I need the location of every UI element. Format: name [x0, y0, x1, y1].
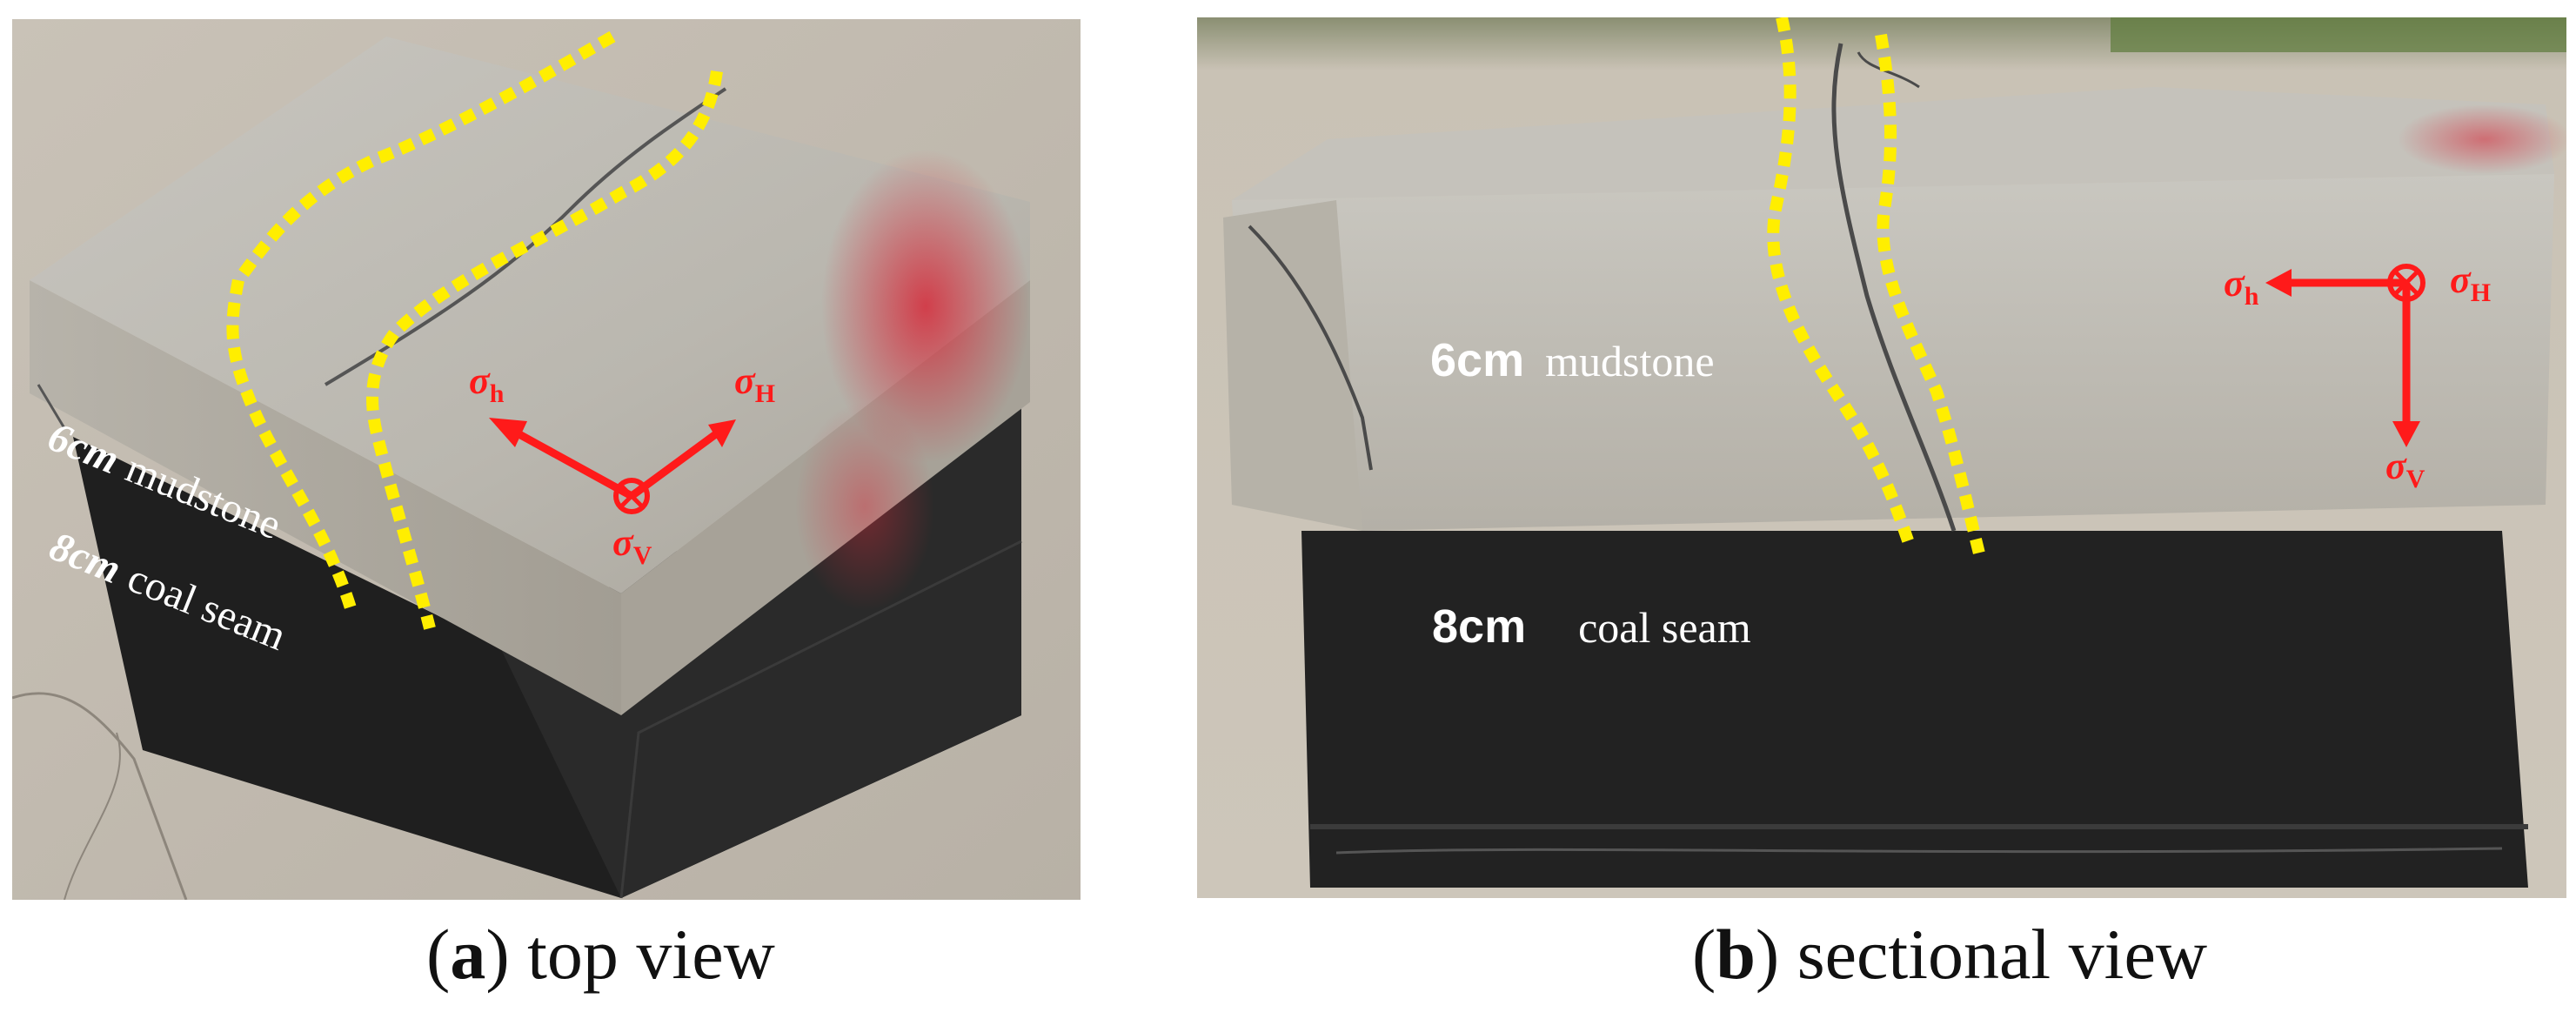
sectional-view-image [1197, 17, 2566, 898]
top-view-image [12, 19, 1081, 900]
top-view-photo: σh σH σV 6cmmudstone 8cmcoal seam [12, 19, 1081, 900]
caption-b-text: sectional view [1797, 915, 2208, 994]
caption-top-view: (a) top view [426, 915, 775, 994]
caption-a-text: top view [527, 915, 775, 994]
caption-sectional-view: (b) sectional view [1692, 915, 2208, 994]
caption-b-letter: b [1716, 915, 1756, 994]
caption-a-letter: a [450, 915, 486, 994]
